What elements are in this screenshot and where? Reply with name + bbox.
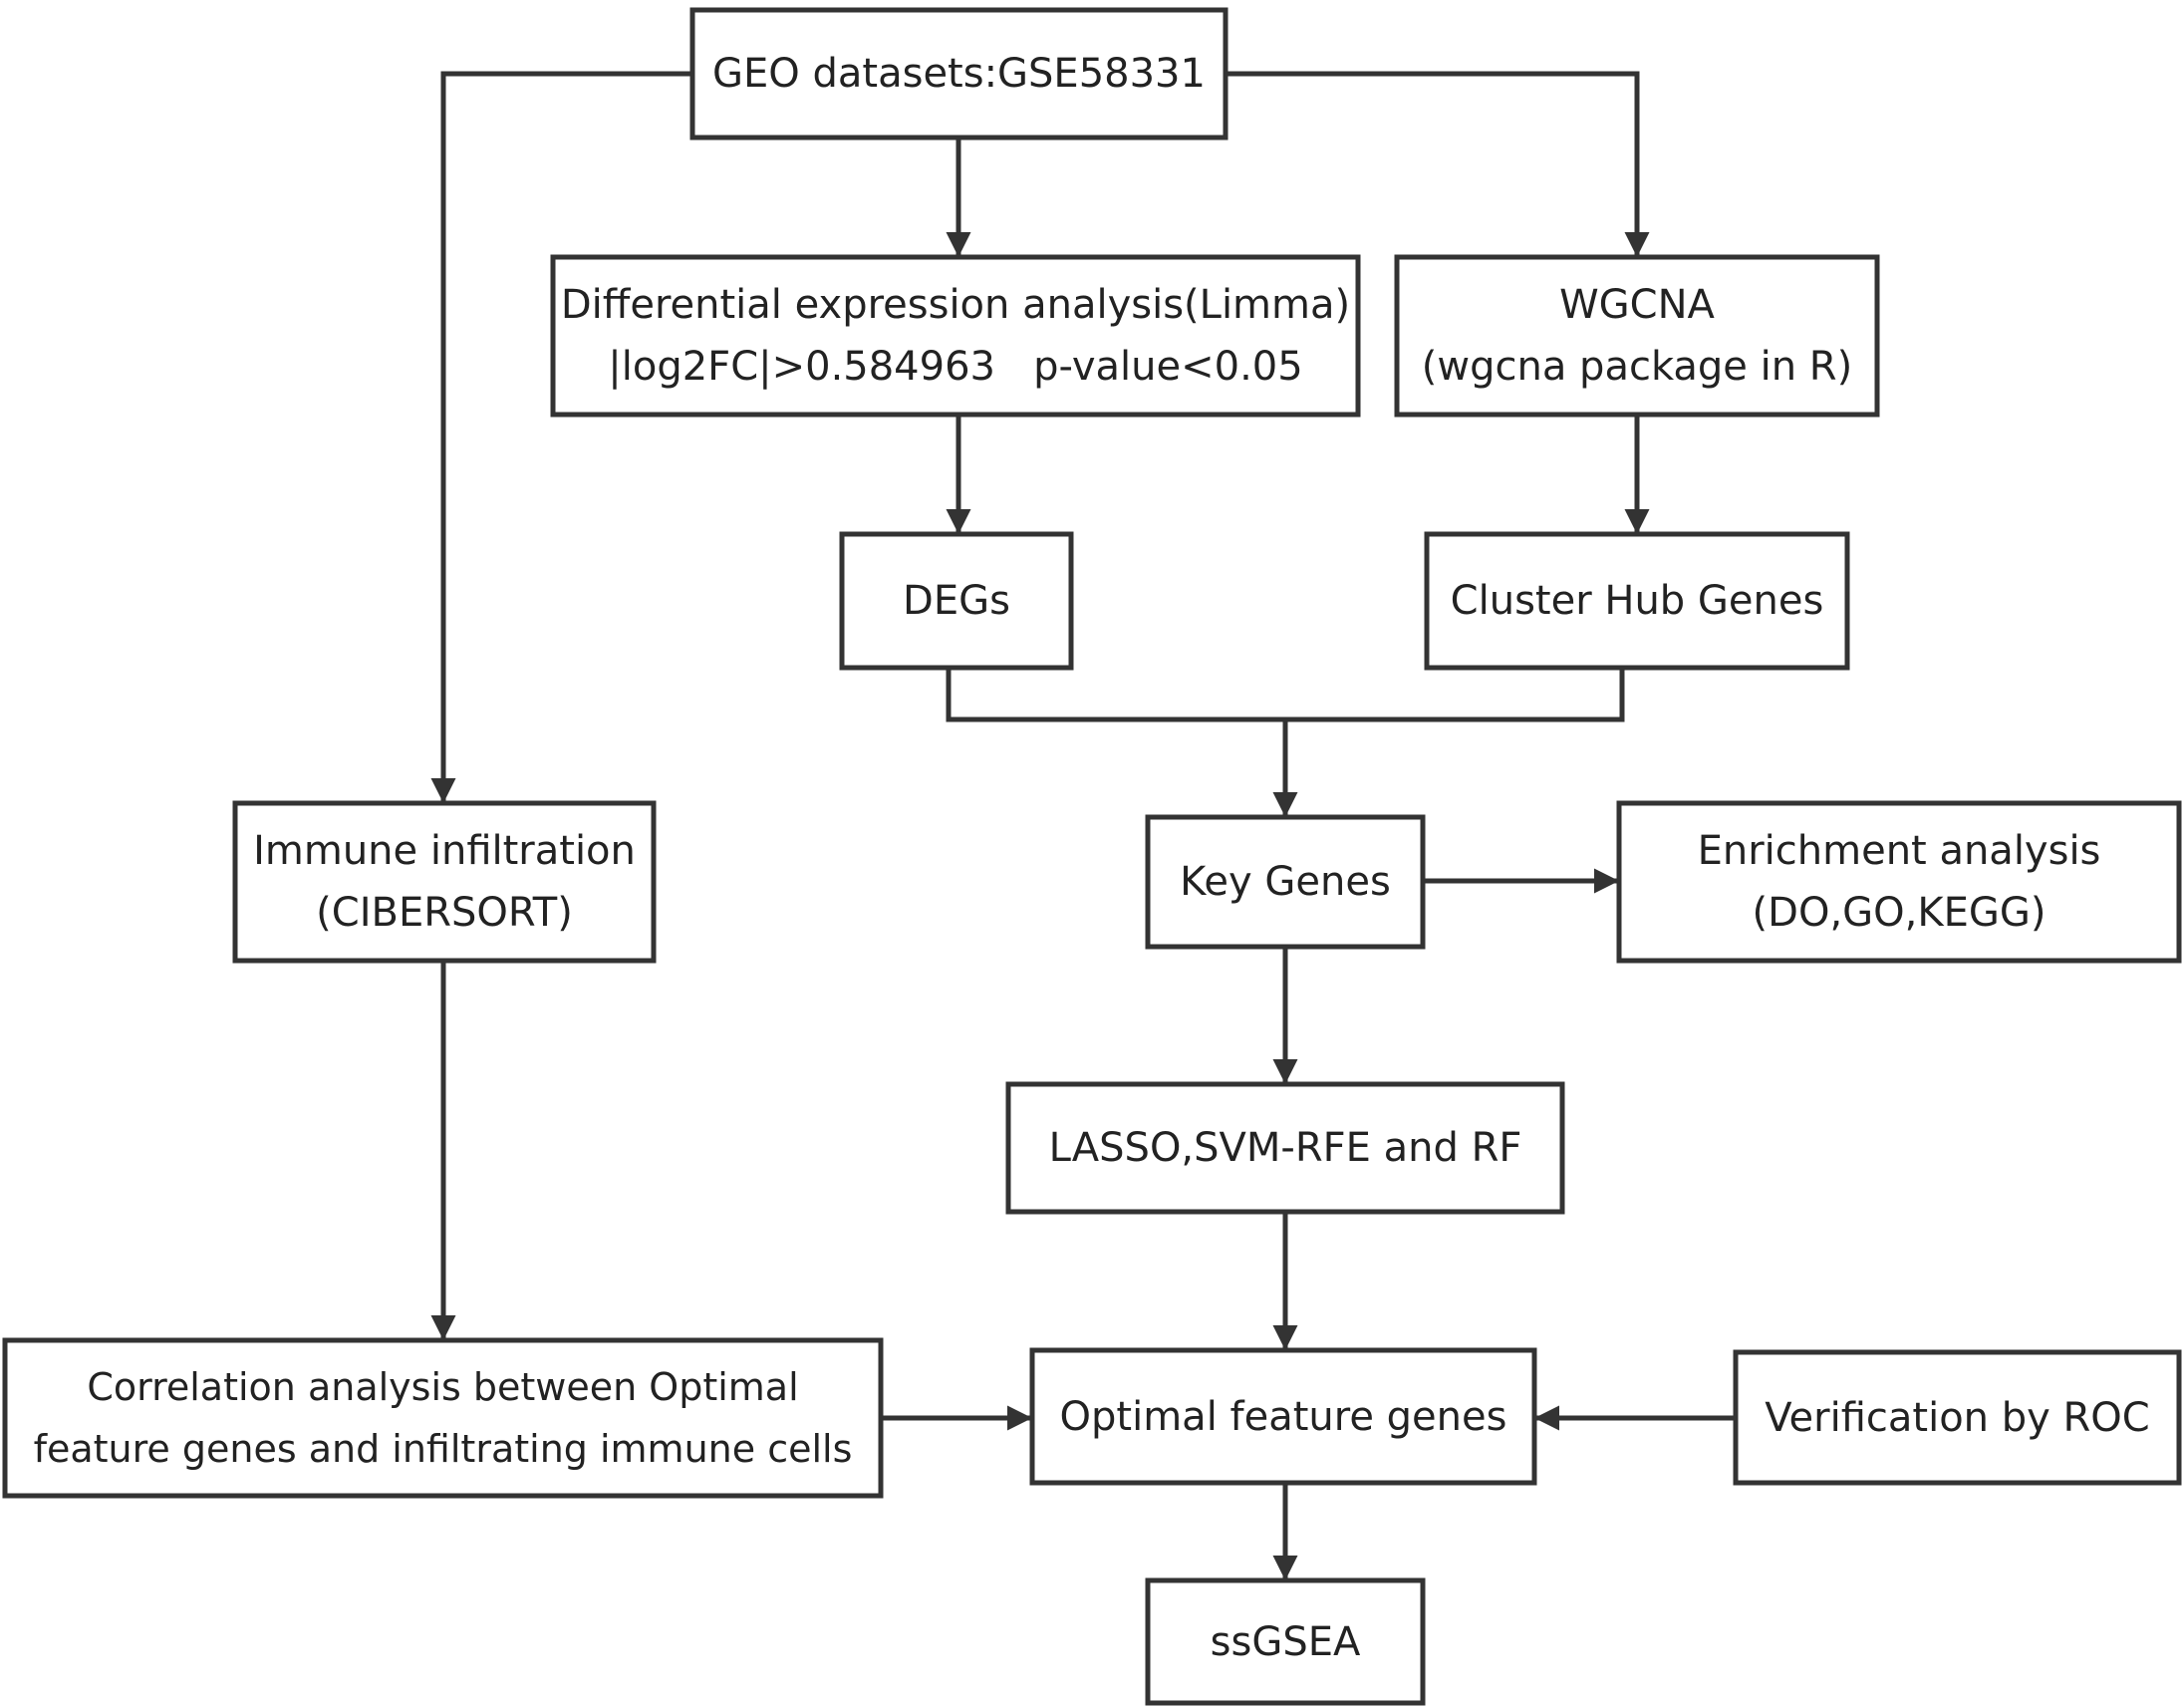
box-enrichment-analysis	[1616, 800, 2182, 964]
optimal-line-1: Optimal feature genes	[1059, 1393, 1507, 1440]
label-optimal-feature-genes: Optimal feature genes	[1032, 1350, 1534, 1483]
box-immune-infiltration	[232, 800, 657, 964]
box-degs	[839, 531, 1074, 671]
roc-line-1: Verification by ROC	[1765, 1394, 2150, 1441]
dea-line-1: Differential expression analysis(Limma)	[560, 282, 1351, 328]
corr-line-1: Correlation analysis between Optimal	[87, 1365, 799, 1409]
label-key-genes: Key Genes	[1148, 817, 1423, 947]
immune-line-2: (CIBERSORT)	[316, 890, 573, 936]
hub-line-1: Cluster Hub Genes	[1450, 578, 1824, 624]
label-wgcna: WGCNA (wgcna package in R)	[1397, 257, 1877, 415]
box-lasso-svm-rf	[1005, 1081, 1565, 1215]
dea-line-2: |log2FC|>0.584963 p-value<0.05	[608, 344, 1303, 390]
box-key-genes	[1145, 814, 1426, 950]
enrich-line-1: Enrichment analysis	[1697, 828, 2101, 874]
label-degs: DEGs	[842, 534, 1071, 668]
key-line-1: Key Genes	[1180, 859, 1391, 905]
label-verification-roc: Verification by ROC	[1736, 1352, 2179, 1483]
degs-line-1: DEGs	[903, 578, 1010, 624]
lasso-line-1: LASSO,SVM-RFE and RF	[1048, 1125, 1522, 1171]
label-enrichment-analysis: Enrichment analysis (DO,GO,KEGG)	[1619, 803, 2179, 961]
label-geo-datasets: GEO datasets:GSE58331	[692, 10, 1226, 138]
enrich-line-2: (DO,GO,KEGG)	[1752, 890, 2047, 936]
geo-line-1: GEO datasets:GSE58331	[712, 51, 1206, 97]
label-cluster-hub-genes: Cluster Hub Genes	[1427, 534, 1847, 668]
box-optimal-feature-genes	[1029, 1347, 1537, 1486]
box-ssgsea	[1145, 1577, 1426, 1706]
box-wgcna	[1394, 254, 1880, 418]
label-differential-expression: Differential expression analysis(Limma) …	[553, 257, 1358, 415]
immune-line-1: Immune infiltration	[253, 828, 636, 874]
box-geo-datasets	[689, 7, 1228, 141]
box-cluster-hub-genes	[1424, 531, 1850, 671]
box-verification-roc	[1733, 1349, 2182, 1486]
corr-line-2: feature genes and infiltrating immune ce…	[33, 1427, 853, 1471]
connector-degs-hub-merge	[946, 668, 1625, 722]
ssgsea-line-1: ssGSEA	[1210, 1618, 1361, 1665]
arrow-geo-to-immune	[430, 71, 692, 803]
label-correlation-analysis: Correlation analysis between Optimal fea…	[5, 1340, 881, 1496]
wgcna-line-2: (wgcna package in R)	[1421, 344, 1853, 390]
wgcna-line-1: WGCNA	[1559, 282, 1715, 328]
arrow-geo-to-wgcna	[1226, 71, 1650, 257]
label-ssgsea: ssGSEA	[1148, 1580, 1423, 1703]
label-immune-infiltration: Immune infiltration (CIBERSORT)	[235, 803, 654, 961]
label-lasso-svm-rf: LASSO,SVM-RFE and RF	[1008, 1084, 1562, 1212]
box-differential-expression	[550, 254, 1361, 418]
box-correlation-analysis	[2, 1337, 884, 1499]
